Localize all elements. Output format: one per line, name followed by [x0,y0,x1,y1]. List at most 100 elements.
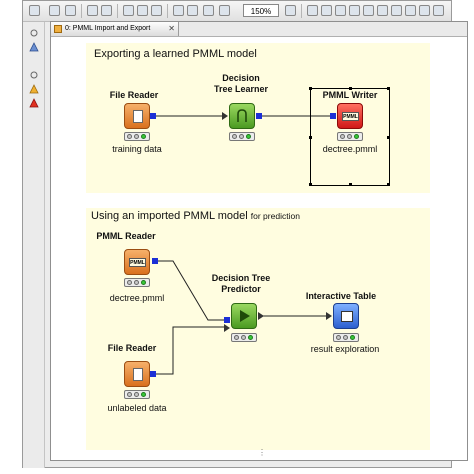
tab-pmml-import-export[interactable]: 0: PMML Import and Export ✕ [51,22,179,36]
predictor-arrow-icon [240,310,250,322]
output-port[interactable] [150,113,156,119]
selection-handle[interactable] [387,183,390,186]
pmml-reader-node[interactable]: PMML [124,249,150,275]
reset-icon[interactable] [203,5,214,16]
selection-handle[interactable] [349,183,352,186]
node-status-indicator [124,132,150,141]
status-light-icon [134,392,139,397]
selection-handle[interactable] [309,87,312,90]
wrap-icon[interactable] [377,5,388,16]
node-label-icon[interactable] [363,5,374,16]
pmml-writer-node[interactable]: PMML [337,103,363,129]
grid-icon[interactable] [321,5,332,16]
status-light-icon [239,134,244,139]
status-light-icon [336,335,341,340]
configure-icon[interactable] [123,5,134,16]
selection-handle[interactable] [387,136,390,139]
status-light-icon [241,335,246,340]
execute-icon[interactable] [137,5,148,16]
snap-icon[interactable] [335,5,346,16]
status-light-icon [134,134,139,139]
status-light-ok-icon [141,134,146,139]
status-light-icon [347,134,352,139]
status-light-icon [343,335,348,340]
annotation-icon[interactable] [349,5,360,16]
file-reader-node-2[interactable] [124,361,150,387]
node-label-dectree-pmml[interactable]: dectree.pmml [322,144,378,154]
hilite-icon[interactable] [391,5,402,16]
new-workflow-icon[interactable] [29,5,40,16]
pin-icon-2[interactable] [29,70,39,80]
open-view-icon[interactable] [219,5,230,16]
workflow-canvas[interactable]: Exporting a learned PMML model Using an … [51,37,467,460]
workflow-editor: 0: PMML Import and Export ✕ Exporting a … [50,21,468,461]
execute-all-icon[interactable] [151,5,162,16]
status-light-icon [127,392,132,397]
redo-icon[interactable] [101,5,112,16]
node-title-file-reader-2: File Reader [107,343,157,353]
decision-tree-learner-node[interactable] [229,103,255,129]
tree-learner-icon [237,109,247,122]
file-reader-node[interactable] [124,103,150,129]
pmml-file-icon: PMML [342,112,359,121]
pin-icon[interactable] [29,28,39,38]
document-icon [133,368,143,381]
selection-handle[interactable] [309,183,312,186]
data-input-port[interactable] [224,324,230,332]
warning-yellow-icon [29,84,39,94]
model-output-port[interactable] [256,113,262,119]
connection-layer [150,115,330,375]
status-light-icon [127,134,132,139]
cancel-all-icon[interactable] [187,5,198,16]
layout-icon[interactable] [307,5,318,16]
node-title-pmml-reader: PMML Reader [96,231,156,241]
main-toolbar: 150% [23,1,451,22]
status-light-icon [127,280,132,285]
knime-workbench-window: 150% 0: PMML Import and Export ✕ [22,0,468,468]
node-title-line-1: Decision [222,73,260,83]
node-label-dectree-pmml-2[interactable]: dectree.pmml [109,293,165,303]
zoom-select[interactable]: 150% [243,4,279,17]
undo-icon[interactable] [87,5,98,16]
workflow-icon [54,25,62,33]
node-label-training-data[interactable]: training data [112,144,162,154]
help-icon[interactable] [433,5,444,16]
node-status-indicator [333,333,359,342]
output-port[interactable] [150,371,156,377]
status-light-icon [232,134,237,139]
node-title-interactive-table: Interactive Table [305,291,377,301]
node-label-result-exploration[interactable]: result exploration [310,344,380,354]
data-output-port[interactable] [258,312,264,320]
node-status-indicator [124,278,150,287]
node-label-unlabeled-data[interactable]: unlabeled data [107,403,167,413]
node-title-line-2: Predictor [221,284,261,294]
node-title-decision-tree-predictor: Decision Tree Predictor [196,273,286,295]
close-icon[interactable]: ✕ [168,24,175,33]
align-icon[interactable] [285,5,296,16]
zoom-in-icon[interactable] [405,5,416,16]
node-selection-box [309,87,390,186]
input-port[interactable] [222,112,228,120]
annotation-title-main: Using an imported PMML model [91,210,248,222]
save-icon[interactable] [49,5,60,16]
model-input-port[interactable] [224,317,230,323]
selection-handle[interactable] [309,136,312,139]
zoom-out-icon[interactable] [419,5,430,16]
data-input-port[interactable] [326,312,332,320]
cancel-icon[interactable] [173,5,184,16]
node-status-indicator [337,132,363,141]
model-input-port[interactable] [330,113,336,119]
selection-handle[interactable] [387,87,390,90]
status-light-icon [134,280,139,285]
decision-tree-predictor-node[interactable] [231,303,257,329]
selection-handle[interactable] [349,87,352,90]
save-all-icon[interactable] [65,5,76,16]
node-title-file-reader: File Reader [109,90,159,100]
status-light-ok-icon [246,134,251,139]
annotation-title-2: Using an imported PMML model for predict… [91,210,300,222]
node-title-pmml-writer: PMML Writer [322,90,378,100]
interactive-table-node[interactable] [333,303,359,329]
node-status-indicator [231,333,257,342]
resize-grip-icon[interactable]: ⋮ [258,448,266,457]
model-output-port[interactable] [152,258,158,264]
